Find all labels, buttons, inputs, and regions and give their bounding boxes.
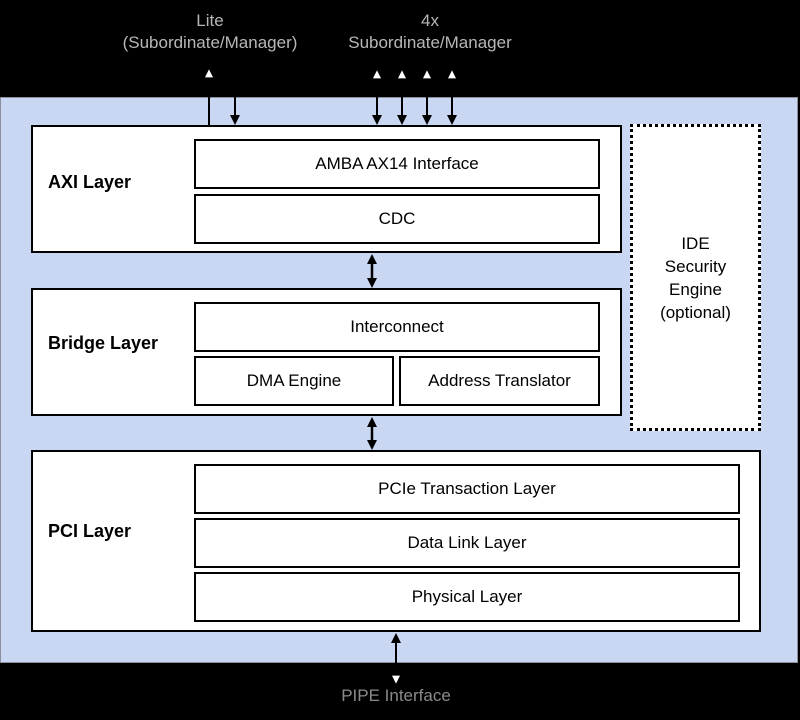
pcie-transaction-layer-block: PCIe Transaction Layer xyxy=(194,464,740,514)
bridge-layer-title: Bridge Layer xyxy=(48,333,159,353)
amba-axi4-interface-block: AMBA AX14 Interface xyxy=(194,139,600,189)
lite-label-line2: (Subordinate/Manager) xyxy=(122,33,298,52)
pci-layer: PCI Layer PCIe Transaction Layer Data Li… xyxy=(31,450,761,632)
lite-interface-label: Lite (Subordinate/Manager) xyxy=(100,10,320,54)
cdc-block: CDC xyxy=(194,194,600,244)
data-link-layer-block: Data Link Layer xyxy=(194,518,740,568)
axi-layer: AXI Layer AMBA AX14 Interface CDC xyxy=(31,125,622,253)
lite-label-line1: Lite xyxy=(196,11,224,30)
pipe-interface-label: PIPE Interface xyxy=(341,686,451,705)
interconnect-block: Interconnect xyxy=(194,302,600,352)
axi4-label-line1: 4x xyxy=(421,11,439,30)
axi4-label-line2: Subordinate/Manager xyxy=(348,33,512,52)
address-translator-block: Address Translator xyxy=(399,356,600,406)
ide-security-engine-block: IDE Security Engine (optional) xyxy=(630,124,761,431)
pci-layer-title: PCI Layer xyxy=(48,521,132,541)
axi-layer-title: AXI Layer xyxy=(48,172,132,192)
bridge-layer: Bridge Layer Interconnect DMA Engine Add… xyxy=(31,288,622,416)
physical-layer-block: Physical Layer xyxy=(194,572,740,622)
dma-engine-block: DMA Engine xyxy=(194,356,394,406)
axi4-interface-label: 4x Subordinate/Manager xyxy=(320,10,540,54)
